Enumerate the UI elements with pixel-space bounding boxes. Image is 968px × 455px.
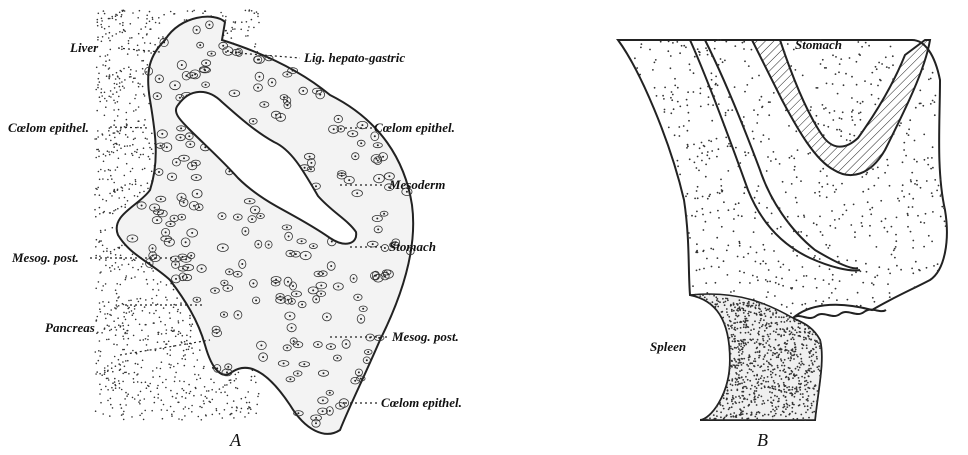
label-lig-hepato-gastric: Lig. hepato-gastric [304, 51, 405, 65]
label-coelom-epithel-right: Cœlom epithel. [374, 121, 455, 135]
leader-coelom-epithel-left [110, 127, 150, 128]
label-stomach-b: Stomach [795, 38, 842, 52]
label-mesog-post-left: Mesog. post. [12, 251, 79, 265]
label-spleen: Spleen [650, 340, 686, 354]
label-coelom-epithel-left: Cœlom epithel. [8, 121, 89, 135]
figure-b-drawing [618, 40, 947, 420]
leader-liver [118, 48, 160, 52]
figure-a-section-outline [117, 17, 414, 434]
leader-pancreas-lower [120, 340, 210, 355]
figure-b-caption: B [757, 430, 768, 451]
figure-a-caption: A [230, 430, 241, 451]
label-liver: Liver [70, 41, 98, 55]
label-coelom-epithel-bottom: Cœlom epithel. [381, 396, 462, 410]
label-mesog-post-right: Mesog. post. [392, 330, 459, 344]
label-mesoderm: Mesoderm [389, 178, 445, 192]
label-pancreas: Pancreas [45, 321, 95, 335]
label-stomach-a: Stomach [389, 240, 436, 254]
